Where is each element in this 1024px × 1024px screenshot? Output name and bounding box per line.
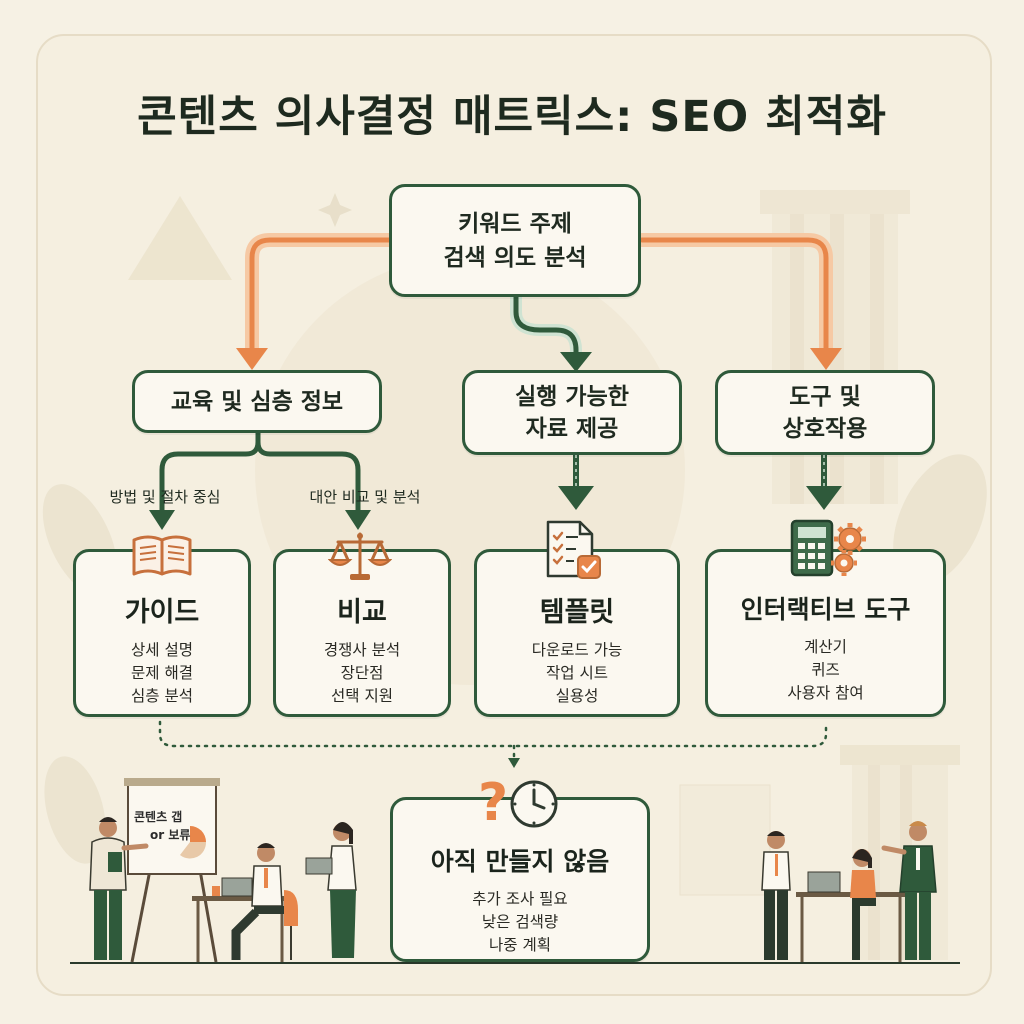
root-to-education-arrow bbox=[236, 233, 399, 370]
card-detail: 선택 지원 bbox=[331, 687, 393, 705]
root-keyword-box: 키워드 주제 검색 의도 분석 bbox=[389, 184, 641, 297]
backlog-box: 아직 만들지 않음 추가 조사 필요 낮은 검색량 나중 계획 bbox=[390, 797, 650, 962]
svg-text:?: ? bbox=[478, 773, 508, 832]
calculator-gears-icon bbox=[790, 519, 866, 577]
backlog-detail: 낮은 검색량 bbox=[481, 913, 559, 931]
backlog-detail: 나중 계획 bbox=[489, 936, 551, 954]
balance-scale-icon bbox=[328, 532, 392, 580]
category-actionable-box: 실행 가능한 자료 제공 bbox=[462, 370, 682, 455]
category-tools-box: 도구 및 상호작용 bbox=[715, 370, 935, 455]
card-detail: 계산기 bbox=[804, 638, 847, 656]
root-to-actionable-arrow bbox=[510, 290, 592, 372]
card-title: 인터랙티브 도구 bbox=[740, 595, 911, 624]
flipchart-text: or 보류 bbox=[150, 828, 191, 842]
root-line: 검색 의도 분석 bbox=[443, 244, 587, 271]
category-label: 교육 및 심층 정보 bbox=[170, 388, 344, 415]
flipchart-illustration bbox=[124, 778, 220, 963]
card-title: 템플릿 bbox=[539, 597, 615, 628]
open-book-icon bbox=[132, 535, 192, 576]
education-split-connector bbox=[159, 429, 361, 517]
card-detail: 장단점 bbox=[340, 664, 384, 682]
card-detail: 상세 설명 bbox=[131, 641, 193, 659]
person-presenter bbox=[89, 817, 149, 960]
card-detail: 작업 시트 bbox=[546, 664, 608, 682]
branch-label-comparison: 대안 비교 및 분석 bbox=[309, 488, 421, 506]
root-to-tools-arrow bbox=[635, 233, 842, 370]
card-detail: 사용자 참여 bbox=[787, 684, 864, 702]
right-office-scene bbox=[761, 821, 937, 962]
card-detail: 경쟁사 분석 bbox=[323, 641, 401, 659]
backlog-title: 아직 만들지 않음 bbox=[430, 847, 610, 876]
card-detail: 퀴즈 bbox=[811, 661, 840, 679]
card-detail: 다운로드 가능 bbox=[531, 641, 623, 659]
tools-to-interactive-arrow bbox=[806, 455, 842, 510]
card-detail: 실용성 bbox=[555, 687, 599, 705]
category-label: 실행 가능한 bbox=[515, 383, 629, 410]
category-label: 도구 및 bbox=[789, 383, 861, 410]
category-label: 자료 제공 bbox=[525, 415, 619, 442]
dotted-connector-to-backlog bbox=[158, 720, 828, 764]
card-detail: 심층 분석 bbox=[131, 687, 193, 705]
card-title: 가이드 bbox=[124, 597, 200, 628]
person-with-laptop bbox=[305, 822, 357, 958]
root-line: 키워드 주제 bbox=[458, 210, 572, 237]
category-label: 상호작용 bbox=[782, 415, 868, 442]
flipchart-text: 콘텐츠 갭 bbox=[134, 810, 183, 824]
card-detail: 문제 해결 bbox=[131, 664, 193, 682]
actionable-to-template-arrow bbox=[558, 455, 594, 510]
backlog-detail: 추가 조사 필요 bbox=[472, 890, 568, 908]
checklist-document-icon bbox=[546, 520, 601, 579]
branch-label-howto: 방법 및 절차 중심 bbox=[109, 488, 221, 506]
question-clock-icon: ? bbox=[478, 773, 558, 832]
card-title: 비교 bbox=[337, 597, 387, 628]
page-title: 콘텐츠 의사결정 매트릭스: SEO 최적화 bbox=[137, 92, 887, 142]
desk-with-seated-person bbox=[192, 843, 298, 962]
category-education-box: 교육 및 심층 정보 bbox=[132, 370, 382, 433]
